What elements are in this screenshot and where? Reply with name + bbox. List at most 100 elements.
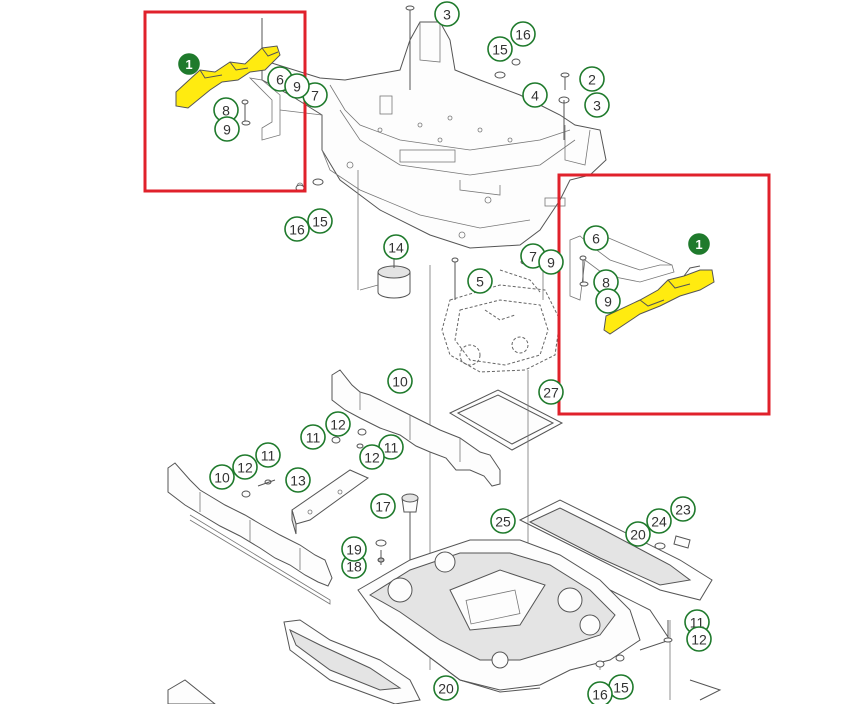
callout-number: 3 (443, 7, 451, 23)
callout-number: 2 (588, 72, 596, 88)
callout-19: 19 (341, 536, 367, 562)
callout-number: 15 (492, 42, 508, 58)
callout-number: 9 (293, 79, 301, 95)
side-rail-lower (167, 462, 333, 605)
callout-ring (325, 411, 351, 437)
callout-ring (284, 73, 310, 99)
callout-6b: 6 (583, 225, 609, 251)
callout-number: 8 (602, 275, 610, 291)
callout-number: 13 (290, 473, 306, 489)
callout-number: 8 (222, 103, 230, 119)
callout-ring (307, 208, 333, 234)
callout-20a: 20 (625, 521, 651, 547)
callout-16b: 16 (284, 216, 310, 242)
callout-ring (490, 508, 516, 534)
callout-9d: 9 (595, 288, 621, 314)
callout-20b: 20 (433, 675, 459, 701)
callout-ring (284, 216, 310, 242)
callout-16c: 16 (587, 681, 613, 704)
callout-number: 1 (185, 57, 192, 72)
callout-ring (670, 496, 696, 522)
callout-ring (359, 444, 385, 470)
callout-ring (341, 536, 367, 562)
rubber-mount (359, 255, 411, 299)
callout-ring (209, 464, 235, 490)
callout-ring (510, 21, 536, 47)
callout-number: 7 (311, 88, 319, 104)
callout-ring (538, 379, 564, 405)
callout-ring (370, 493, 396, 519)
callout-ring (646, 508, 672, 534)
callout-4: 4 (522, 82, 548, 108)
callout-ring (433, 675, 459, 701)
callout-3a: 3 (434, 1, 460, 27)
callout-number: 11 (306, 430, 321, 446)
stop-bumper (401, 493, 419, 560)
callout-ring (522, 82, 548, 108)
callout-number: 19 (346, 542, 362, 558)
callout-number: 4 (531, 88, 539, 104)
callout-number: 6 (276, 72, 284, 88)
callout-layer: 1123345667788999910101111111112121212131… (178, 1, 712, 704)
callout-14: 14 (383, 234, 409, 260)
callout-number: 11 (384, 440, 399, 456)
callout-number: 20 (630, 527, 646, 543)
callout-2: 2 (579, 66, 605, 92)
callout-ring (383, 234, 409, 260)
callout-number: 27 (543, 385, 559, 401)
callout-24: 24 (646, 508, 672, 534)
callout-number: 11 (261, 448, 276, 464)
callout-23: 23 (670, 496, 696, 522)
callout-number: 23 (675, 502, 691, 518)
callout-number: 20 (438, 681, 454, 697)
callout-1a: 1 (178, 53, 200, 75)
callout-number: 16 (515, 27, 531, 43)
callout-ring (178, 53, 200, 75)
callout-number: 7 (529, 249, 537, 265)
bottom-track (167, 619, 722, 704)
callout-number: 3 (593, 98, 601, 114)
callout-8b: 8 (593, 269, 619, 295)
callout-ring (688, 233, 710, 255)
callout-ring (214, 116, 240, 142)
callout-ring (538, 249, 564, 275)
callout-17: 17 (370, 493, 396, 519)
callout-number: 12 (364, 450, 380, 466)
callout-number: 12 (330, 417, 346, 433)
callout-number: 18 (346, 559, 362, 575)
callout-8a: 8 (213, 97, 239, 123)
callout-ring (300, 424, 326, 450)
callout-number: 10 (392, 374, 408, 390)
highlight-box-right (557, 173, 771, 416)
callout-number: 16 (592, 687, 608, 703)
side-rail-upper (331, 369, 501, 487)
callout-ring (579, 66, 605, 92)
callout-number: 9 (604, 294, 612, 310)
callout-ring (625, 521, 651, 547)
lower-chassis (357, 499, 713, 693)
callout-12c: 12 (232, 454, 258, 480)
callout-27: 27 (538, 379, 564, 405)
callout-ring (583, 225, 609, 251)
callout-ring (232, 454, 258, 480)
callout-ring (387, 368, 413, 394)
callout-ring (595, 288, 621, 314)
callout-12a: 12 (325, 411, 351, 437)
callout-ring (587, 681, 613, 704)
callout-ring (467, 268, 493, 294)
gasket-frame (448, 389, 564, 451)
callout-number: 17 (375, 499, 391, 515)
callout-12b: 12 (359, 444, 385, 470)
callout-ring (487, 36, 513, 62)
right-fasteners (595, 535, 691, 668)
left-cover-plate (175, 45, 323, 141)
angle-bracket (291, 469, 369, 535)
callout-3b: 3 (584, 92, 610, 118)
rail-fasteners (241, 428, 367, 498)
callout-10a: 10 (387, 368, 413, 394)
top-fasteners (295, 5, 570, 192)
callout-number: 15 (613, 680, 629, 696)
callout-ring (584, 92, 610, 118)
callout-number: 25 (495, 514, 511, 530)
callout-15a: 15 (487, 36, 513, 62)
